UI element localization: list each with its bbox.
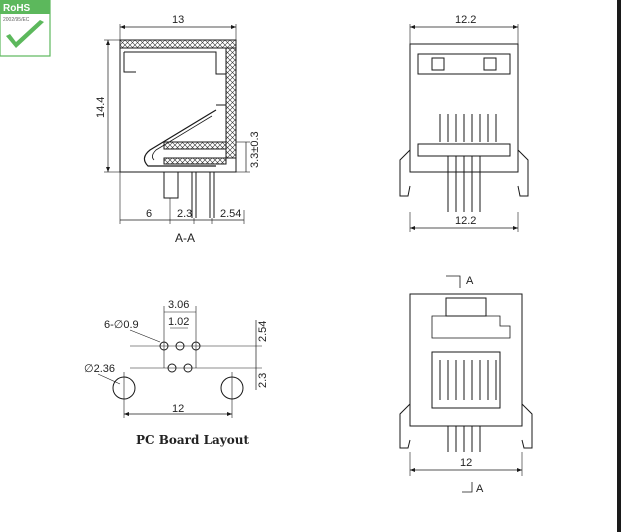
mount-spacing-dim: 12	[172, 403, 184, 415]
rohs-subtitle: 2002/95/EC	[3, 17, 30, 23]
pcb-layout-title: PC Board Layout	[136, 433, 249, 447]
top-width-dim: 12	[460, 457, 472, 469]
side-width-dim: 13	[172, 14, 184, 26]
hole-pitch-b-dim: 1.02	[168, 316, 189, 328]
hole-label: 6-∅0.9	[104, 319, 139, 331]
front-view	[399, 24, 529, 232]
mount-row-offset-dim: 2.3	[257, 373, 269, 388]
hole-pitch-a-dim: 3.06	[168, 299, 189, 311]
mount-hole-label: ∅2.36	[84, 363, 115, 375]
rohs-logo: RoHS 2002/95/EC	[0, 0, 51, 57]
pin-spacing-dim: 2.3	[177, 208, 192, 220]
pin-height-dim: 3.3±0.3	[249, 131, 261, 168]
section-label: A-A	[175, 231, 195, 245]
front-width-bottom-dim: 12.2	[455, 215, 476, 227]
offset-left-dim: 6	[146, 208, 152, 220]
side-height-dim: 14.4	[95, 97, 107, 118]
check-icon	[6, 20, 44, 48]
side-view	[104, 24, 250, 224]
row-spacing-dim: 2.54	[257, 321, 269, 342]
rohs-title: RoHS	[3, 3, 31, 14]
top-view	[399, 275, 533, 493]
frame-border	[617, 0, 621, 532]
section-top-label: A	[466, 275, 474, 287]
pin-offset-dim: 2.54	[220, 208, 241, 220]
section-bottom-label: A	[476, 483, 484, 495]
front-width-top-dim: 12.2	[455, 14, 476, 26]
pcb-layout	[97, 306, 262, 418]
